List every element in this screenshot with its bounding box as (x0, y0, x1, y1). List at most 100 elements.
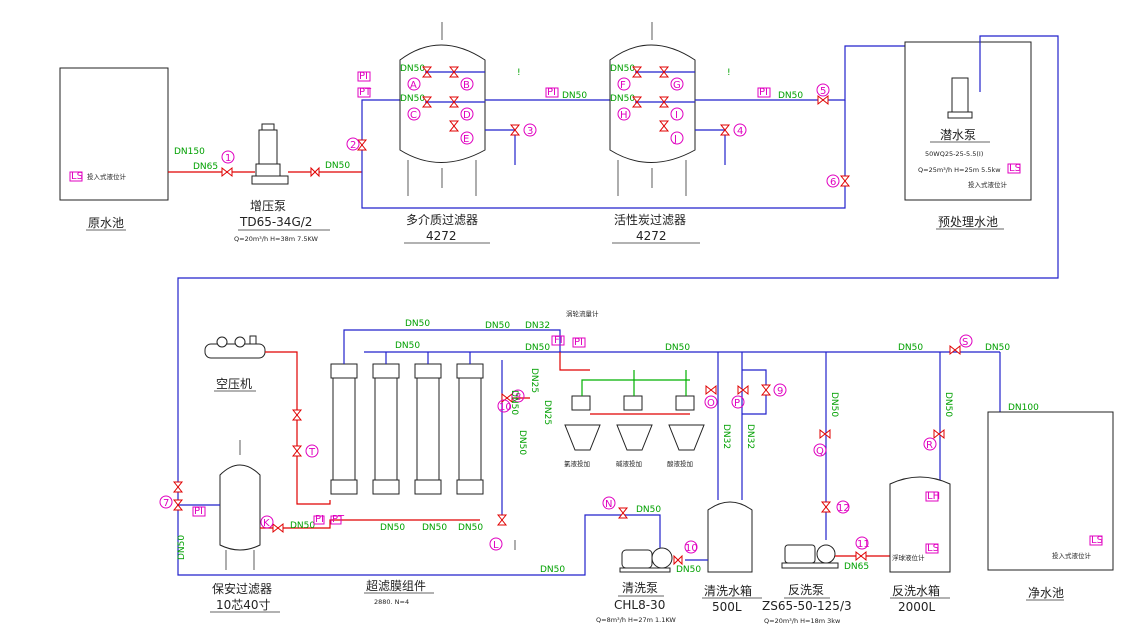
pretreat-label: 预处理水池 (938, 215, 998, 229)
valve-1[interactable]: 1 (221, 150, 235, 178)
multimedia-label: 多介质过滤器 (406, 213, 478, 227)
raw-pool-ls-box (69, 171, 83, 182)
valve-air-1[interactable] (291, 409, 303, 421)
gauge-pi-6: PI (572, 337, 586, 348)
valve-3[interactable]: 3 (509, 123, 537, 137)
valve-2[interactable]: 2 (346, 137, 368, 151)
pipe-dn65-b: DN65 (844, 562, 869, 572)
valve-E[interactable]: E (460, 131, 474, 145)
valve-G[interactable]: G (670, 77, 684, 91)
clean-tank-size: 500L (712, 600, 742, 614)
pipe-dn32-a: DN32 (525, 321, 550, 331)
gauge-pi-5: PI PT (313, 514, 345, 525)
valve-P[interactable]: P (731, 384, 749, 409)
valve-12[interactable]: 12 (820, 500, 850, 514)
svg-text:PT: PT (359, 87, 372, 98)
pipe-dn50-n: DN50 (985, 343, 1010, 353)
valve-9[interactable]: 9 (760, 383, 787, 397)
carbon-dn50-2: DN50 (610, 94, 635, 104)
valve-R[interactable]: R (923, 428, 945, 451)
flow-marker-2: ! (727, 68, 731, 78)
svg-text:11: 11 (857, 539, 870, 550)
pipe-dn50-j: DN50 (395, 341, 420, 351)
svg-text:H: H (620, 110, 628, 121)
svg-text:FI: FI (554, 335, 563, 346)
uf-module-label: 超滤膜组件 (366, 578, 426, 593)
pipe-dn50-l: DN50 (665, 343, 690, 353)
valve-O[interactable]: O (704, 384, 718, 409)
backwash-pump-spec: Q=20m³/h H=18m 3kw (764, 617, 841, 625)
pipe-dn150: DN150 (174, 147, 205, 157)
valve-10[interactable]: 10 (673, 540, 698, 566)
valve-11[interactable]: 11 (855, 536, 870, 562)
raw-pool-ls: LS (71, 171, 83, 182)
air-compressor-label: 空压机 (216, 377, 252, 391)
pretreat-pool (904, 41, 1032, 201)
pipe-dn50-c: DN50 (778, 91, 803, 101)
pipe-dn25-a: DN25 (529, 368, 539, 393)
pipe-dn50-f: DN50 (422, 523, 447, 533)
pipe-dn50-h: DN50 (405, 319, 430, 329)
valve-H[interactable]: H (617, 107, 631, 121)
valve-10-uf[interactable]: 10 (497, 399, 512, 413)
svg-text:4: 4 (737, 126, 743, 137)
clean-pool-ls: LS (1091, 535, 1103, 546)
pipe-dn50-a: DN50 (325, 161, 350, 171)
svg-text:S: S (962, 337, 968, 348)
valve-F[interactable]: F (617, 77, 631, 91)
check-valve-pump[interactable] (310, 166, 320, 178)
valve-K[interactable]: K (260, 515, 284, 534)
backwash-sensor: 浮球液位计 (892, 553, 925, 562)
valve-D[interactable]: D (460, 107, 474, 121)
uf-module-spec: 2880. N=4 (374, 598, 409, 606)
backwash-ls: LS (927, 543, 939, 554)
valve-A[interactable]: A (407, 77, 421, 91)
valve-B[interactable]: B (460, 77, 474, 91)
clean-pool-sensor: 投入式液位计 (1052, 551, 1092, 560)
backwash-pump (781, 544, 839, 569)
svg-text:5: 5 (820, 86, 826, 97)
pipe-dn50-k: DN50 (525, 343, 550, 353)
submersible-pump-label: 潜水泵 (940, 128, 976, 142)
svg-text:1: 1 (225, 153, 231, 164)
air-compressor (204, 335, 266, 359)
pipe-dn50-q: DN50 (540, 565, 565, 575)
booster-pump (251, 123, 289, 185)
multimedia-filter (399, 22, 486, 196)
svg-text:PI: PI (359, 71, 368, 82)
valve-4[interactable]: 4 (719, 123, 747, 137)
booster-pump-spec: Q=20m³/h H=38m 7.5KW (234, 235, 319, 243)
svg-text:L: L (493, 540, 499, 551)
pipe-dn32-b: DN32 (721, 424, 731, 449)
svg-text:T: T (308, 447, 316, 458)
pretreat-ls: LS (1009, 163, 1021, 174)
pretreat-sensor: 投入式液位计 (968, 180, 1008, 189)
booster-pump-model: TD65-34G/2 (239, 215, 312, 229)
valve-7[interactable]: 7 (159, 481, 184, 511)
valve-I[interactable]: I (670, 107, 684, 121)
valve-T[interactable]: T (291, 444, 319, 458)
valve-N[interactable]: N (602, 496, 629, 519)
svg-text:12: 12 (837, 503, 850, 514)
clean-pool (987, 411, 1114, 571)
pipe-dn50-m: DN50 (898, 343, 923, 353)
flow-marker-1: ! (517, 68, 521, 78)
svg-text:10: 10 (499, 402, 512, 413)
valve-5[interactable]: 5 (816, 83, 830, 106)
pipe-dn25-b: DN25 (542, 400, 552, 425)
valve-C[interactable]: C (407, 107, 421, 121)
valve-6[interactable]: 6 (826, 174, 851, 188)
pipe-dn65-a: DN65 (193, 162, 218, 172)
svg-text:J: J (673, 134, 677, 145)
raw-pool-label: 原水池 (88, 216, 124, 230)
svg-text:2: 2 (350, 140, 356, 151)
valve-J[interactable]: J (670, 131, 684, 145)
valve-Q[interactable]: Q (813, 428, 831, 457)
valve-L[interactable]: L (489, 514, 508, 551)
dosing-label-2: 碱液投加 (616, 459, 642, 468)
valve-S[interactable]: S (949, 334, 973, 356)
svg-text:PI: PI (574, 337, 583, 348)
gauge-pi-1: PI PT (357, 71, 372, 98)
uf-module-1 (330, 363, 358, 495)
pipe-dn50-vert-uf2: DN50 (517, 430, 527, 455)
